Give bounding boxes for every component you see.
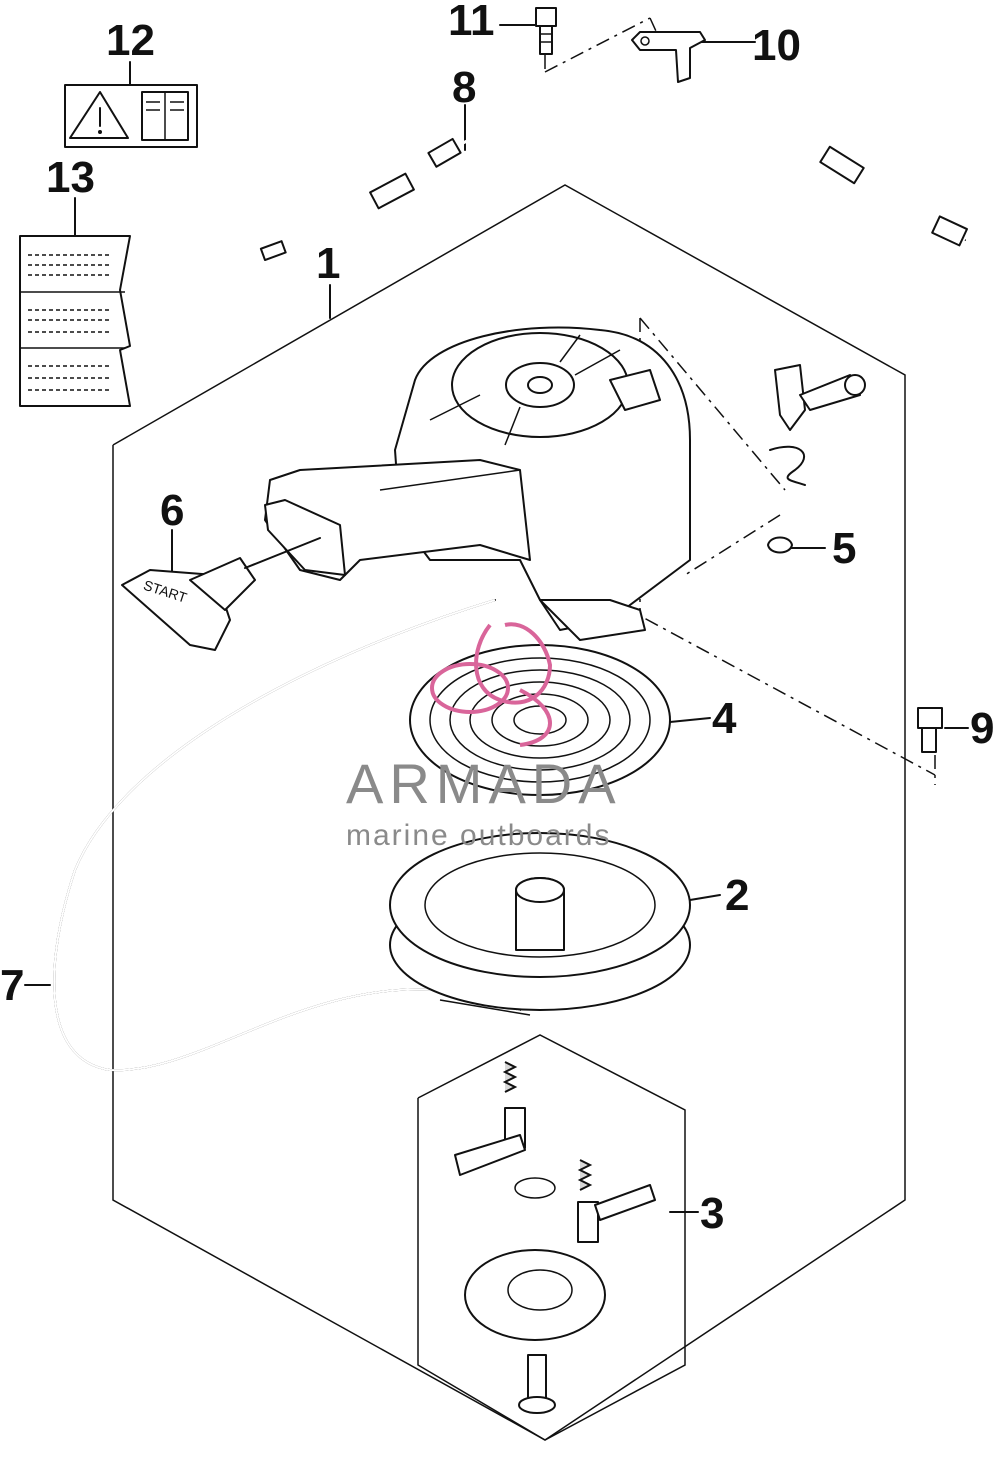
callout-5: 5	[832, 524, 856, 573]
bracket-10	[631, 31, 706, 83]
callout-7: 7	[0, 961, 24, 1010]
starter-housing	[264, 326, 691, 641]
callout-6: 6	[160, 486, 184, 535]
watermark-brand: ARMADA	[346, 752, 622, 815]
callout-12: 12	[106, 16, 155, 65]
callout-2: 2	[725, 871, 749, 920]
bolt-11	[535, 7, 557, 55]
watermark-logo	[430, 622, 553, 747]
callout-11: 11	[448, 0, 495, 45]
warning-label-12	[64, 84, 198, 148]
pulley-reel-2	[389, 832, 691, 1016]
callout-8: 8	[452, 63, 476, 112]
callout-9: 9	[970, 704, 994, 753]
callout-3: 3	[700, 1189, 724, 1238]
lever-and-clip	[767, 364, 866, 554]
starter-rope-7	[53, 599, 521, 1072]
ratchet-kit-3	[454, 1061, 656, 1414]
start-handle-6: START	[121, 537, 321, 651]
watermark-tagline: marine outboards	[346, 819, 611, 852]
callout-10: 10	[752, 21, 801, 70]
bolt-9	[917, 707, 943, 753]
throttle-cable	[259, 92, 968, 261]
assembly-frame	[112, 184, 906, 1441]
callout-4: 4	[712, 694, 737, 743]
callout-13: 13	[46, 153, 95, 202]
decal-13	[19, 235, 131, 407]
callout-labels: 1 2 3 4 5 6 7 8 9 10 11 12 13	[0, 0, 994, 1238]
recoil-spring-4	[409, 644, 671, 796]
callout-1: 1	[316, 239, 340, 288]
